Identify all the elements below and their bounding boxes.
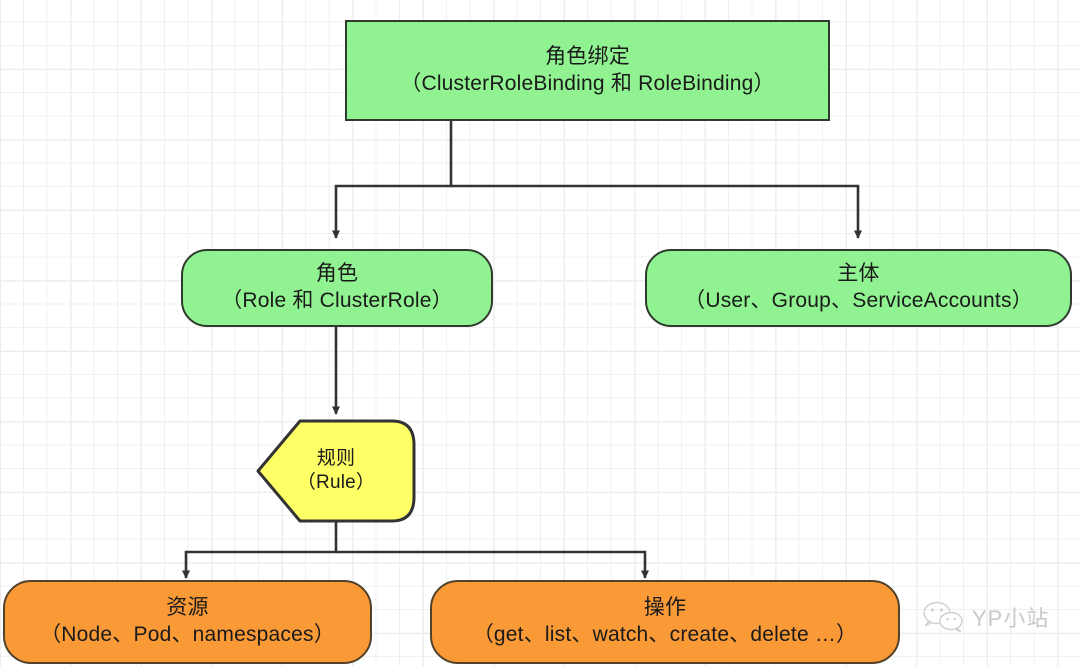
- edge-rule-to-resource: [181, 522, 338, 579]
- rule-shape: [256, 419, 416, 523]
- node-resource-title: 资源: [166, 596, 209, 620]
- node-resource[interactable]: 资源 （Node、Pod、namespaces）: [3, 580, 372, 664]
- node-subject-subtitle: （User、Group、ServiceAccounts）: [684, 289, 1033, 312]
- watermark-text: YP小站: [972, 606, 1050, 631]
- node-role-subtitle: （Role 和 ClusterRole）: [221, 289, 453, 312]
- node-rule-subtitle: （Rule）: [296, 472, 376, 493]
- node-operation-title: 操作: [643, 596, 687, 620]
- node-resource-subtitle: （Node、Pod、namespaces）: [40, 623, 335, 646]
- edge-rolebinding-to-subject: [451, 184, 863, 239]
- edge-rule-to-operation: [336, 550, 650, 579]
- node-operation[interactable]: 操作 （get、list、watch、create、delete …）: [430, 580, 900, 664]
- node-role-binding-subtitle: （ClusterRoleBinding 和 RoleBinding）: [400, 71, 775, 95]
- node-rule-title: 规则: [316, 447, 356, 469]
- wechat-icon: [923, 601, 963, 633]
- node-operation-subtitle: （get、list、watch、create、delete …）: [472, 623, 858, 646]
- node-rule-label: 规则 （Rule）: [297, 447, 375, 496]
- node-subject[interactable]: 主体 （User、Group、ServiceAccounts）: [645, 249, 1072, 327]
- node-subject-title: 主体: [837, 262, 880, 286]
- watermark: YP小站: [922, 600, 1049, 634]
- node-role[interactable]: 角色 （Role 和 ClusterRole）: [181, 249, 493, 327]
- node-role-binding-title: 角色绑定: [545, 44, 630, 68]
- node-rule[interactable]: 规则 （Rule）: [256, 419, 416, 523]
- node-role-title: 角色: [315, 262, 359, 286]
- node-role-binding[interactable]: 角色绑定 （ClusterRoleBinding 和 RoleBinding）: [345, 20, 830, 121]
- edge-rolebinding-to-role: [331, 121, 453, 239]
